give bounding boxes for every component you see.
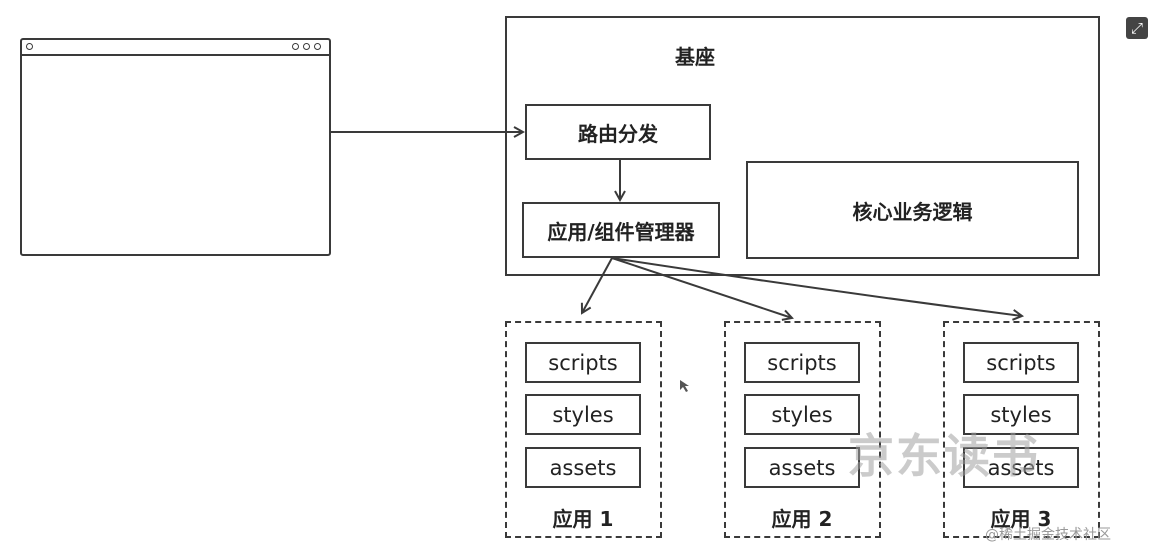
cursor-icon (680, 380, 689, 392)
browser-dot-3 (314, 43, 321, 50)
app1-styles: styles (525, 394, 641, 435)
core-logic-box: 核心业务逻辑 (746, 161, 1079, 259)
app2-assets: assets (744, 447, 860, 488)
browser-dot-2 (303, 43, 310, 50)
app3-styles: styles (963, 394, 1079, 435)
browser-dot-1 (292, 43, 299, 50)
app2-scripts: scripts (744, 342, 860, 383)
browser-title-bar (22, 40, 329, 56)
watermark-text: 京东读书 (848, 429, 1040, 483)
app2-styles: styles (744, 394, 860, 435)
expand-icon[interactable]: ⤢ (1126, 17, 1148, 39)
browser-dot-left (26, 43, 33, 50)
app1-assets: assets (525, 447, 641, 488)
router-box: 路由分发 (525, 104, 711, 160)
watermark-credit: @稀土掘金技术社区 (985, 527, 1111, 543)
base-title: 基座 (675, 44, 715, 69)
app2-name: 应用 2 (771, 506, 833, 531)
app3-assets: assets (963, 447, 1079, 488)
app1-name: 应用 1 (552, 506, 614, 531)
browser-window (20, 38, 331, 256)
app3-scripts: scripts (963, 342, 1079, 383)
app3-name: 应用 3 (990, 506, 1052, 531)
app-manager-box: 应用/组件管理器 (522, 202, 720, 258)
app1-scripts: scripts (525, 342, 641, 383)
